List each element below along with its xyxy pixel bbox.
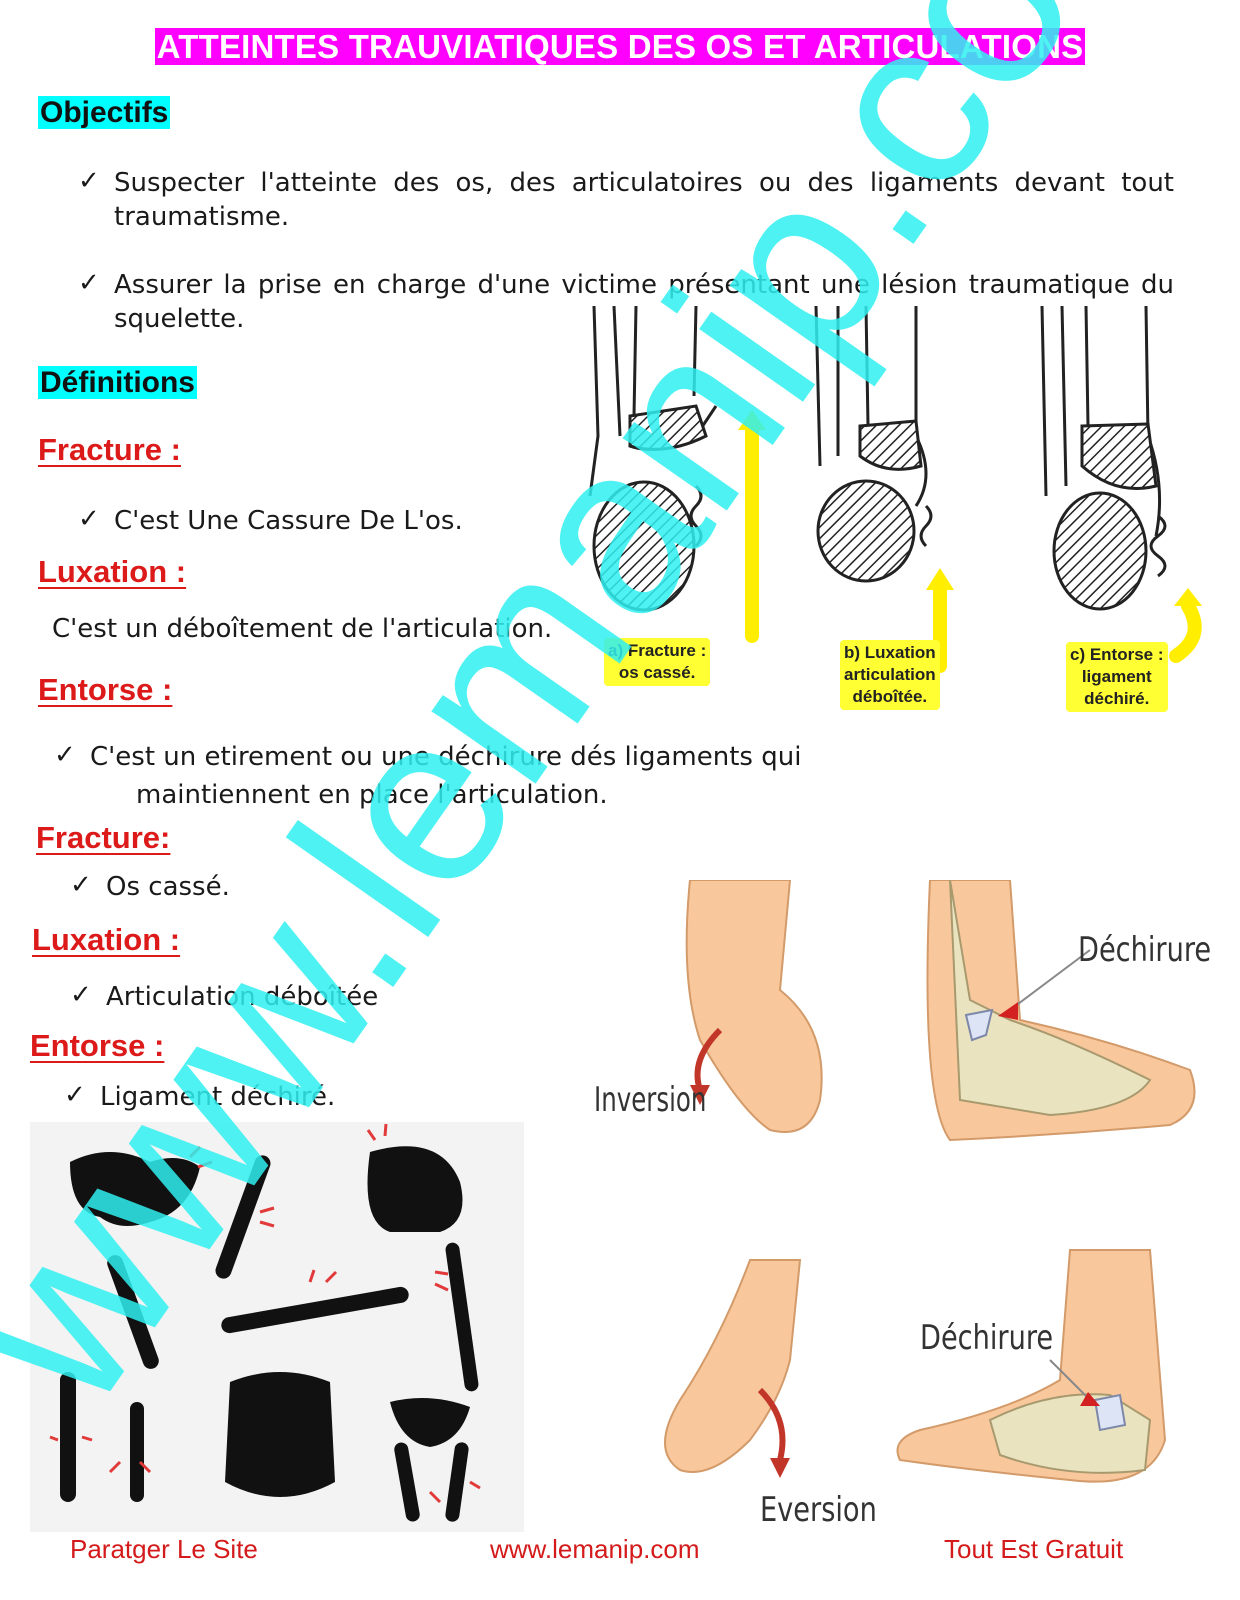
check-icon: ✓ (54, 740, 76, 770)
pelvis-icon (70, 1152, 200, 1226)
summary-fracture-item: ✓ Os cassé. (70, 870, 230, 904)
label-entorse-line-2: ligament (1081, 667, 1152, 686)
eversion-foot (664, 1259, 802, 1478)
skeleton-injuries-drawing (49, 1123, 481, 1522)
label-fracture: a) Fracture : os cassé. (604, 638, 711, 686)
fracture-item: ✓ C'est Une Cassure De L'os. (78, 504, 463, 538)
footer-share-link[interactable]: Paratger Le Site (70, 1534, 258, 1564)
label-luxation-line-3: déboîtée. (852, 687, 928, 706)
objectifs-heading: Objectifs (38, 96, 171, 129)
fracture-heading: Fracture : (38, 432, 181, 467)
inversion-label: Inversion (594, 1080, 707, 1120)
check-icon: ✓ (78, 268, 100, 298)
label-entorse: c) Entorse : ligament déchiré. (1066, 642, 1168, 712)
summary-entorse-heading: Entorse : (30, 1028, 165, 1063)
check-icon: ✓ (78, 166, 100, 196)
label-luxation-line-1: b) Luxation (844, 643, 936, 662)
leg-foot-icon (130, 1402, 144, 1502)
femur-icon (215, 1155, 271, 1279)
entorse-text-line-1: C'est un etirement ou une déchirure dés … (90, 742, 802, 772)
tibia-icon (107, 1255, 159, 1369)
luxation-diagram (814, 305, 933, 583)
check-icon: ✓ (70, 870, 92, 900)
pelvis-icon-2 (390, 1398, 470, 1447)
page-title: ATTEINTES TRAUVIATIQUES DES OS ET ARTICU… (154, 28, 1086, 65)
summary-fracture-heading: Fracture: (36, 820, 171, 855)
page-title-wrap: ATTEINTES TRAUVIATIQUES DES OS ET ARTICU… (0, 28, 1240, 66)
ribcage-icon (225, 1372, 335, 1497)
footer-free-text: Tout Est Gratuit (944, 1534, 1124, 1564)
dechirure-label-top: Déchirure (1078, 930, 1212, 970)
entorse-heading: Entorse : (38, 672, 173, 707)
check-icon: ✓ (78, 504, 100, 534)
check-icon: ✓ (70, 980, 92, 1010)
footer-site-link[interactable]: www.lemanip.com (490, 1534, 700, 1564)
label-fracture-line-2: os cassé. (618, 663, 696, 682)
eversion-label: Eversion (760, 1490, 877, 1530)
label-fracture-line-1: a) Fracture : (608, 641, 707, 660)
yellow-arrows (745, 419, 1202, 673)
label-entorse-line-1: c) Entorse : (1070, 645, 1164, 664)
arm-icon (221, 1286, 409, 1334)
entorse-item: ✓ C'est un etirement ou une déchirure dé… (54, 740, 801, 774)
label-luxation-line-2: articulation (844, 665, 936, 684)
objectif-text: Suspecter l'atteinte des os, des articul… (114, 168, 1174, 232)
label-luxation: b) Luxation articulation déboîtée. (840, 640, 940, 710)
fracture-text: C'est Une Cassure De L'os. (114, 506, 463, 536)
summary-entorse-item: ✓ Ligament déchiré. (64, 1080, 335, 1114)
check-icon: ✓ (64, 1080, 86, 1110)
summary-entorse-text: Ligament déchiré. (100, 1082, 336, 1112)
objectif-item: ✓ Assurer la prise en charge d'une victi… (78, 268, 1174, 336)
dechirure-label-bottom: Déchirure (920, 1318, 1054, 1358)
objectif-text: Assurer la prise en charge d'une victime… (114, 270, 1174, 334)
objectif-item: ✓ Suspecter l'atteinte des os, des artic… (78, 166, 1174, 234)
ankle-anatomy-bottom (896, 1249, 1167, 1483)
entorse-diagram (1040, 305, 1167, 611)
ankle-lesions-figure: a) Fracture : os cassé. b) Luxation arti… (576, 305, 1218, 738)
luxation-text: C'est un déboîtement de l'articulation. (52, 614, 553, 644)
skull-icon (367, 1146, 463, 1232)
feet-drawing (664, 879, 1196, 1483)
summary-luxation-heading: Luxation : (32, 922, 181, 957)
luxation-heading: Luxation : (38, 554, 187, 589)
definitions-heading-wrap: Définitions (38, 366, 197, 400)
definitions-heading: Définitions (38, 366, 197, 399)
inversion-foot (685, 879, 823, 1133)
summary-luxation-item: ✓ Articulation déboîtée (70, 980, 378, 1014)
entorse-text-line-2: maintiennent en place l'articulation. (136, 780, 608, 810)
right-arm-icon (445, 1242, 479, 1392)
leg-icon (60, 1372, 76, 1502)
objectifs-heading-wrap: Objectifs (38, 96, 171, 130)
ankle-anatomy-top (926, 879, 1196, 1142)
skeleton-injuries-panel (30, 1122, 524, 1532)
summary-luxation-text: Articulation déboîtée (106, 982, 379, 1012)
summary-fracture-text: Os cassé. (106, 872, 230, 902)
feet-figure: Inversion Déchirure Déchirure Eversion (590, 879, 1230, 1570)
label-entorse-line-3: déchiré. (1084, 689, 1150, 708)
fracture-diagram (588, 305, 718, 612)
